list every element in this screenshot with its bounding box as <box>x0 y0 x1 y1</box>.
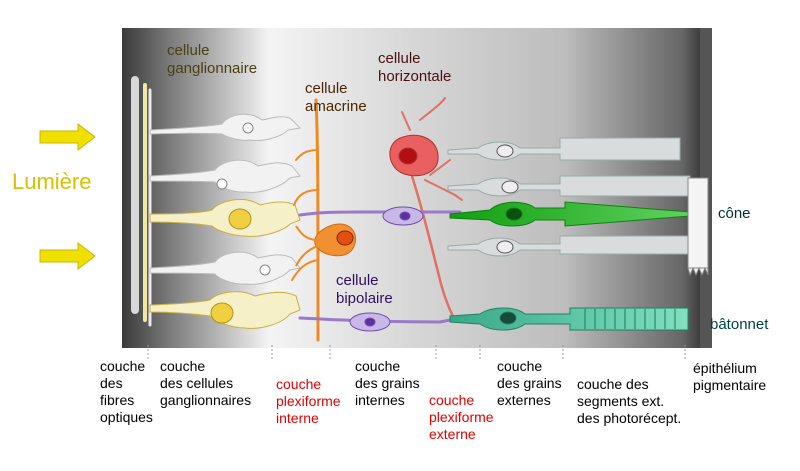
light-arrow-icon <box>39 241 96 271</box>
layer-photoreceptor-segments: couche des segments ext. des photorécept… <box>577 376 682 426</box>
rod-label: bâtonnet <box>710 316 769 333</box>
light-label: Lumière <box>12 169 92 194</box>
layer-inner-plexiform: couche plexiforme interne <box>276 376 341 426</box>
photoreceptor-cell <box>447 137 681 161</box>
optic-fibers <box>131 76 152 327</box>
ganglion-cell <box>149 251 301 285</box>
cone-label: cône <box>718 205 751 222</box>
amacrine-cell-label: cellule amacrine <box>305 80 367 115</box>
ganglion-cell <box>149 113 302 141</box>
layer-inner-nuclear: couche des grains internes <box>355 358 420 408</box>
horizontal-cell <box>389 134 439 177</box>
ganglion-cell <box>149 159 301 193</box>
layer-outer-nuclear: couche des grains externes <box>497 358 562 408</box>
pigment-epithelium-cells <box>687 177 709 277</box>
rod-cell <box>449 307 689 331</box>
bipolar-cell-label: cellule bipolaire <box>336 272 393 307</box>
ganglion-cell-label: cellule ganglionnaire <box>167 42 258 77</box>
amacrine-cell <box>295 223 356 267</box>
layer-pigment-epithelium: épithélium pigmentaire <box>693 360 767 393</box>
layer-outer-plexiform: couche plexiforme externe <box>429 392 494 442</box>
layer-optic-fibers: couche des fibres optiques <box>100 358 153 425</box>
bipolar-cell <box>349 312 391 332</box>
layer-dividers <box>147 345 686 360</box>
layer-ganglion-cells: couche des cellules ganglionnaires <box>160 358 252 408</box>
light-arrow-icon <box>39 122 96 152</box>
horizontal-cell <box>401 97 463 322</box>
bipolar-cell <box>382 206 424 226</box>
amacrine-cell <box>291 98 320 342</box>
ganglion-cell-highlighted <box>149 291 301 329</box>
ganglion-cell-highlighted <box>149 199 301 237</box>
horizontal-cell-label: cellule horizontale <box>378 50 452 85</box>
